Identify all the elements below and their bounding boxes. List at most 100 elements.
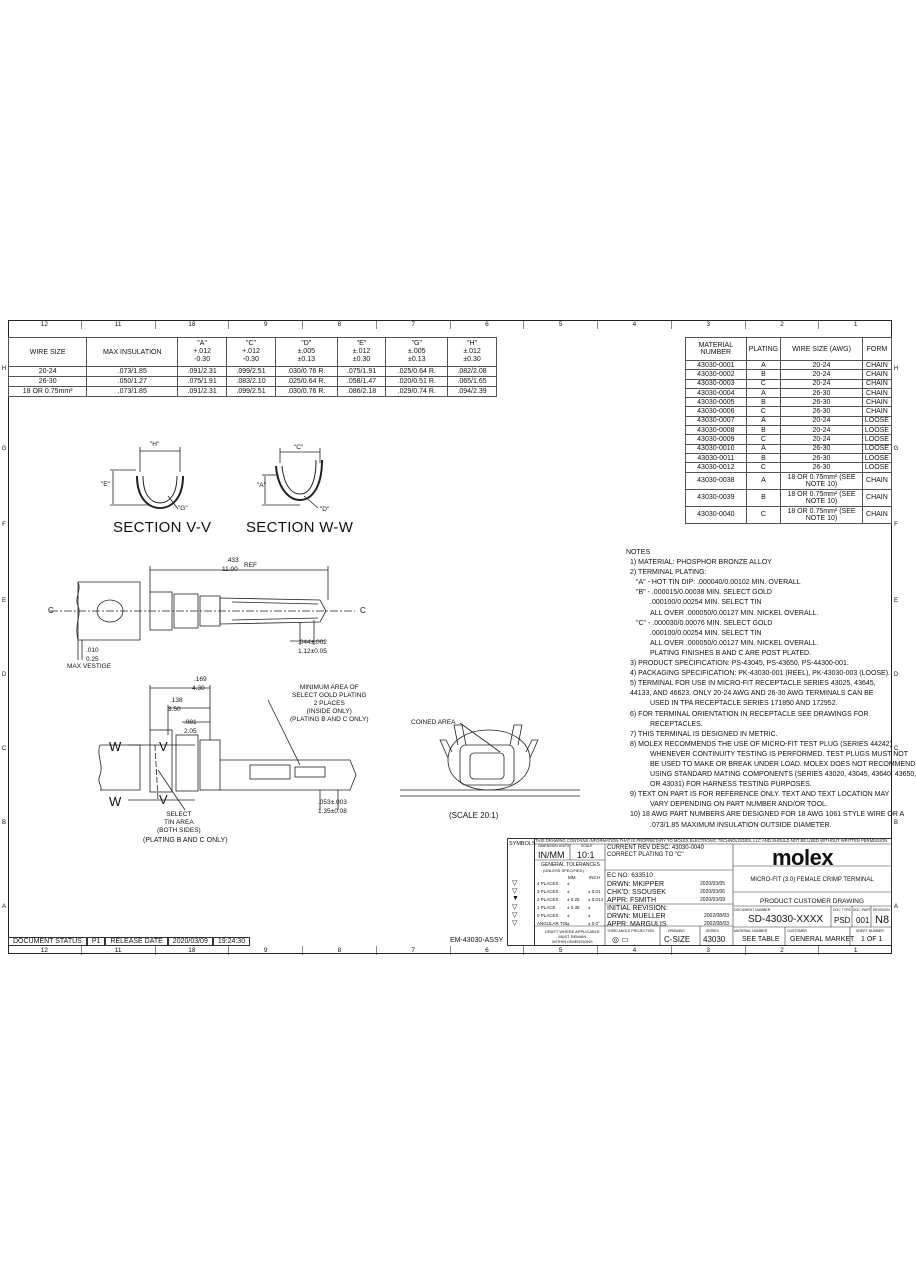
note-line: ALL OVER .000050/0.00127 MIN. NICKEL OVE… <box>650 639 819 647</box>
zone-label: 3 <box>672 946 746 955</box>
dim-053: .053±.003 <box>318 799 347 806</box>
tolerance-cell: ± 0.01 <box>588 889 601 894</box>
zone-letter: F <box>2 522 6 528</box>
gold-plating-note: MINIMUM AREA OF SELECT GOLD PLATING 2 PL… <box>290 684 369 723</box>
initial-approved-date: 2002/08/03 <box>704 921 730 927</box>
note-line: OR 43031) FOR HARNESS TESTING PURPOSES. <box>650 781 812 789</box>
table-cell: .099/2.51 <box>226 386 276 397</box>
initial-revision: INITIAL REVISION: <box>607 905 668 912</box>
section-w-w-drawing <box>262 448 323 509</box>
units-value: IN/MM <box>538 850 565 860</box>
note-line: USED IN TPA RECEPTACLE SERIES 171850 AND… <box>650 700 838 708</box>
tolerance-cell: 0 PLACES <box>537 913 559 918</box>
revision-label: REVISION <box>873 908 890 912</box>
dim-label-d: "D" <box>320 506 330 513</box>
max-vestige-label: MAX VESTIGE <box>67 663 112 670</box>
notes-heading: NOTES <box>626 549 651 556</box>
doc-type: PSD <box>834 916 851 925</box>
part-title: MICRO-FIT (3.0) FEMALE CRIMP TERMINAL <box>750 877 874 883</box>
dim-169: .169 <box>194 676 207 683</box>
zone-letter: C <box>893 746 899 752</box>
customer: GENERAL MARKET <box>790 936 855 943</box>
note-line: 1) MATERIAL: PHOSPHOR BRONZE ALLOY <box>630 559 772 567</box>
status-label: DOCUMENT STATUS <box>8 937 87 946</box>
zone-label: 18 <box>156 946 230 955</box>
zone-letter: E <box>893 598 898 604</box>
zone-letter: D <box>1 672 7 678</box>
note-line: PLATING FINISHES B AND C ARE POST PLATED… <box>650 649 812 657</box>
tolerance-cell: ± <box>588 905 591 910</box>
material-number: SEE TABLE <box>742 936 780 943</box>
scale-label: (SCALE 20:1) <box>449 811 499 820</box>
zone-label: 9 <box>229 320 303 329</box>
zone-label: 5 <box>524 320 598 329</box>
third-angle-label: THIRD ANGLE PROJECTION <box>607 929 654 933</box>
tolerance-cell: ± 0.014 <box>588 897 603 902</box>
note-line: .073/1.85 MAXIMUM INSULATION OUTSIDE DIA… <box>650 821 832 829</box>
tolerance-cell: ± <box>567 889 570 894</box>
section-marker-w-bottom: W <box>109 794 122 809</box>
table-cell: C <box>745 505 782 524</box>
zone-label: 4 <box>598 320 672 329</box>
note-line: 4) PACKAGING SPECIFICATION: PK-43030-001… <box>630 670 891 678</box>
zone-label: 2 <box>746 320 820 329</box>
general-tolerances: GENERAL TOLERANCES <box>541 862 600 868</box>
zone-letter: E <box>1 598 6 604</box>
table-row: 18 OR 0.75mm² .073/1.85 .091/2.31 .099/2… <box>7 386 497 397</box>
zone-letter: F <box>894 522 898 528</box>
symbol-triangle-icon: ▽ <box>512 904 518 911</box>
symbols-label: SYMBOLS <box>509 841 536 847</box>
zone-label: 7 <box>377 946 451 955</box>
section-w-w-title: SECTION W-W <box>246 519 354 536</box>
zone-letter: A <box>1 904 6 910</box>
zone-label: 2 <box>746 946 820 955</box>
dim-053-mm: 1.35±0.08 <box>318 808 347 815</box>
table-cell: CHAIN <box>861 505 893 524</box>
zone-letter: G <box>1 446 7 452</box>
scale-label-tb: SCALE <box>581 844 593 848</box>
section-marker-w-top: W <box>109 739 122 754</box>
note-line: USING STANDARD MATING COMPONENTS (SERIES… <box>650 771 916 779</box>
note-line: "B" - .000015/0.00038 MIN. SELECT GOLD <box>636 589 772 597</box>
material-number-label: MATERIAL NUMBER <box>734 929 768 933</box>
scale-value: 10:1 <box>577 850 595 860</box>
checked-by: CHK'D: SSOUSEK <box>607 889 666 896</box>
sheet-number-label: SHEET NUMBER <box>856 929 884 933</box>
table-cell: .086/2.18 <box>336 386 387 397</box>
section-marker-v-bottom: V <box>159 792 168 807</box>
dim-vestige: .010 <box>86 647 99 654</box>
zone-label: 18 <box>156 320 230 329</box>
notes-block: NOTES 1) MATERIAL: PHOSPHOR BRONZE ALLOY 2… <box>626 548 916 831</box>
note-line: 44133, AND 46623. ONLY 20-24 AWG AND 26-… <box>630 690 874 698</box>
note-line: WHENEVER CONTINUITY TESTING IS PERFORMED… <box>650 750 908 758</box>
symbol-triangle-icon: ▼ <box>512 895 519 902</box>
note-line: 5) TERMINAL FOR USE IN MICRO-FIT RECEPTA… <box>630 680 876 688</box>
dimensions-table: WIRE SIZE MAX INSULATION "A"+.012-0.30 "… <box>7 337 497 397</box>
tolerance-cell: ± <box>567 913 570 918</box>
drawing-sheet-border <box>8 320 892 954</box>
zone-label: 12 <box>8 320 82 329</box>
dim-044-mm: 1.12±0.05 <box>298 648 327 655</box>
initial-drawn-by: DRWN: MUELLER <box>607 913 666 920</box>
note-line: 3) PRODUCT SPECIFICATION: PS-43045, PS-4… <box>630 660 849 668</box>
header-max-insulation: MAX INSULATION <box>86 337 179 367</box>
ec-number: EC NO: 633510 <box>607 872 653 879</box>
note-line: 2) TERMINAL PLATING: <box>630 569 707 577</box>
status-value: P1 <box>86 937 106 946</box>
header-d: "D"±.005±0.13 <box>274 337 338 367</box>
zone-row-top: 12 11 18 9 8 7 6 5 4 3 2 1 <box>8 320 892 329</box>
zone-label: 1 <box>853 321 858 328</box>
approved-by: APPR: FSMITH <box>607 897 657 904</box>
zone-col-right: H G F E D C B A <box>892 330 900 944</box>
tolerance-cell: ANGULAR TOL <box>537 921 569 926</box>
dim-081: .081 <box>184 719 197 726</box>
zone-label: 4 <box>598 946 672 955</box>
dim-vestige-mm: 0.25 <box>86 656 99 663</box>
zone-label: 7 <box>377 320 451 329</box>
